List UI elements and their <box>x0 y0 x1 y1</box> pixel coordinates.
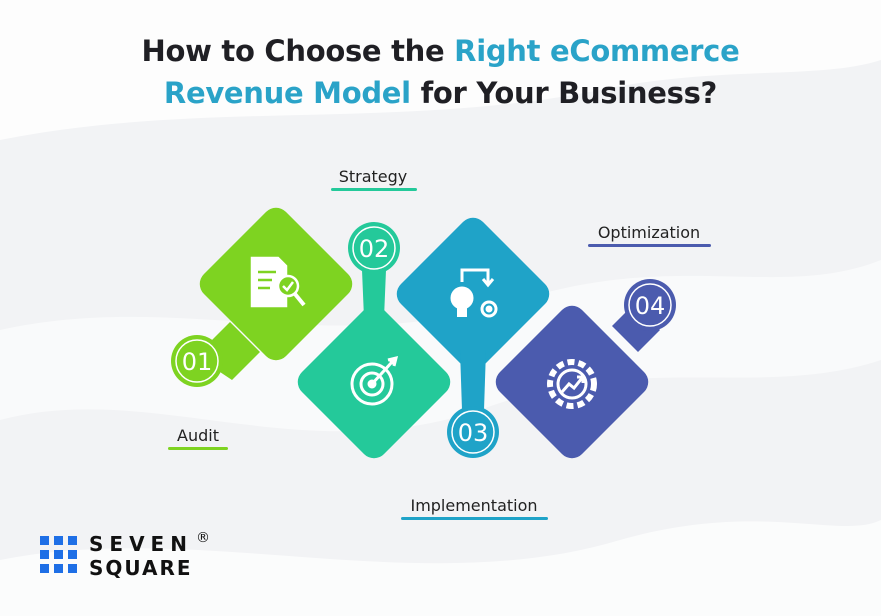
step-04: 04 <box>495 279 676 459</box>
step-01-badge <box>171 335 223 387</box>
step-04-badge <box>624 279 676 331</box>
title-line2-highlight: Revenue Model <box>163 76 411 110</box>
title-line1-pre: How to Choose the <box>141 34 455 68</box>
label-audit: Audit <box>168 426 228 450</box>
implementation-underline <box>401 517 548 520</box>
logo-mark-icon <box>40 536 77 573</box>
document-check-icon <box>250 256 306 308</box>
label-optimization: Optimization <box>588 223 711 247</box>
step-02: 02 <box>297 222 451 459</box>
target-icon <box>350 355 399 406</box>
label-implementation: Implementation <box>401 496 548 520</box>
step-03: 03 <box>396 217 550 458</box>
step-04-label: Optimization <box>598 223 700 242</box>
strategy-underline <box>331 188 417 191</box>
step-03-label: Implementation <box>410 496 537 515</box>
logo-line1: SEVEN <box>89 532 193 556</box>
step-02-label: Strategy <box>339 167 408 186</box>
gear-growth-icon <box>547 359 597 409</box>
step-04-number: 04 <box>635 292 666 320</box>
title-line2-post: for Your Business? <box>410 76 718 110</box>
step-01-number: 01 <box>182 348 213 376</box>
lightbulb-gear-icon <box>450 268 498 318</box>
step-02-badge <box>348 222 400 274</box>
logo-registered-mark: ® <box>196 530 210 546</box>
step-02-number: 02 <box>359 235 390 263</box>
step-01-label: Audit <box>177 426 219 445</box>
title-line1-highlight: Right eCommerce <box>454 34 740 68</box>
step-01: 01 <box>171 207 353 387</box>
label-strategy: Strategy <box>331 167 417 191</box>
optimization-underline <box>588 244 711 247</box>
step-03-number: 03 <box>458 419 489 447</box>
logo-line2: SQUARE <box>89 556 193 580</box>
step-03-badge <box>447 406 499 458</box>
audit-underline <box>168 447 228 450</box>
page-title: How to Choose the Right eCommerce Revenu… <box>0 30 881 114</box>
